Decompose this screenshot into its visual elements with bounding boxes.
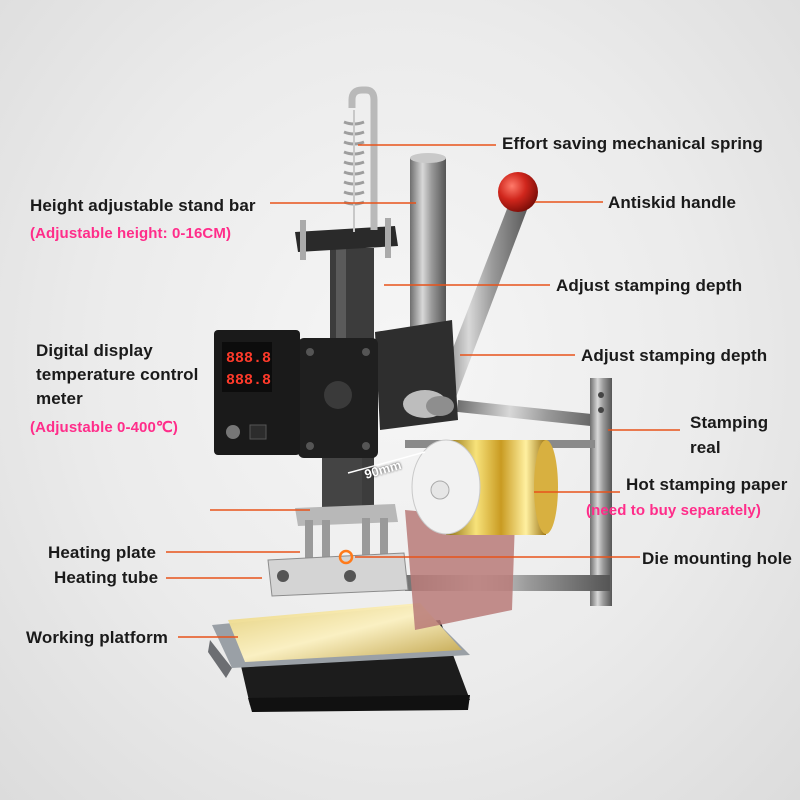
mechanical-spring-shape	[343, 86, 378, 232]
label-platform: Working platform	[26, 628, 169, 647]
label-die-hole: Die mounting hole	[642, 549, 792, 568]
label-stand-bar-note: (Adjustable height: 0-16CM)	[30, 225, 232, 242]
label-stand-bar: Height adjustable stand bar	[30, 196, 256, 215]
label-depth-2: Adjust stamping depth	[581, 346, 768, 365]
dimension-arrow	[347, 451, 426, 474]
foil-roll-shape	[411, 439, 558, 535]
label-heating-tube: Heating tube	[54, 568, 159, 587]
leader-lines	[166, 144, 680, 638]
label-spring: Effort saving mechanical spring	[502, 134, 763, 153]
label-handle: Antiskid handle	[608, 193, 737, 212]
label-display-note: (Adjustable 0-400℃)	[30, 419, 178, 436]
heating-assembly-shape	[267, 458, 409, 597]
label-depth-1: Adjust stamping depth	[556, 276, 743, 295]
svg-text:888.8: 888.8	[226, 350, 271, 367]
head-housing-shape	[298, 338, 378, 458]
foil-strip-shape	[405, 510, 515, 630]
label-stamping-line1: Stamping	[690, 413, 769, 432]
working-platform-shape	[208, 603, 470, 678]
label-heating-plate: Heating plate	[48, 543, 157, 562]
label-display-line1: Digital display	[36, 341, 153, 360]
label-display-line2: temperature control	[36, 365, 199, 384]
label-stamping-line2: real	[690, 438, 721, 457]
svg-text:888.8: 888.8	[226, 372, 271, 389]
label-paper-note: (need to buy separately)	[586, 502, 761, 519]
label-display-line3: meter	[36, 389, 83, 408]
temperature-controller-shape: 888.8 888.8	[214, 330, 300, 455]
label-paper: Hot stamping paper	[626, 475, 788, 494]
lever-block-shape	[375, 320, 458, 430]
antiskid-handle-shape	[436, 172, 538, 400]
